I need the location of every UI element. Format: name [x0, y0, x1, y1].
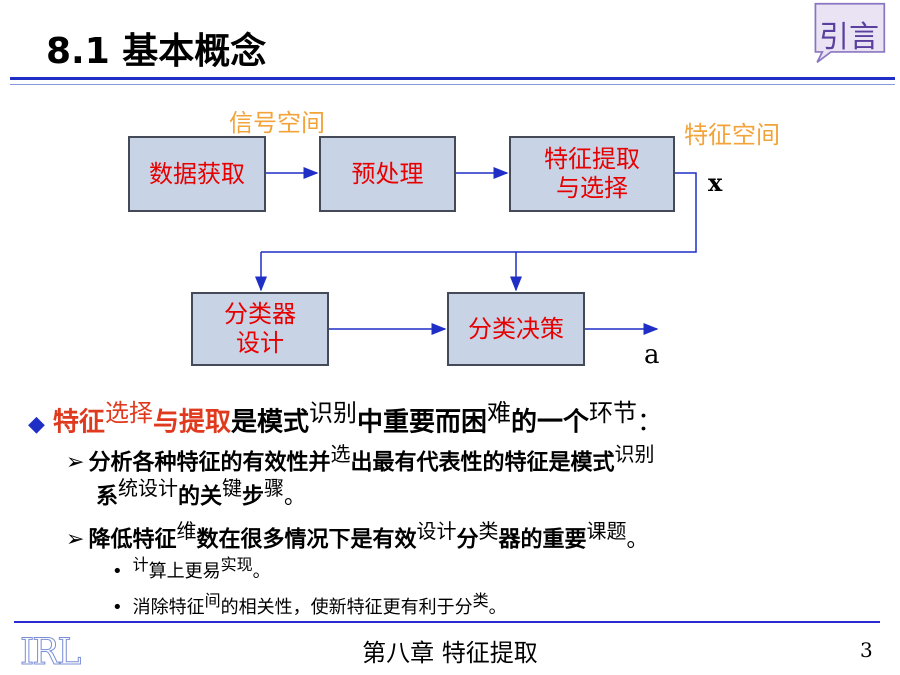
dot-bullet-icon: • [112, 561, 123, 582]
bullet-main-text-8: 的一个 [510, 407, 589, 438]
bullet-main-text-9: 环节 [589, 399, 637, 427]
sub2-text-b: 维 [176, 519, 197, 543]
output-x: x [708, 168, 723, 197]
sub-bullet-1: ➢分析各种特征的有效性并选出最有代表性的特征是模式识别 [66, 438, 654, 476]
sub-bullet-1-line2: 系统设计的关键步骤。 [96, 472, 306, 510]
box-classifier-design: 分类器 设计 [191, 292, 329, 366]
box-classifier-design-line1: 分类器 [224, 300, 296, 329]
sub-bullet-3: • 计算上更易实现。 [112, 551, 271, 583]
label-feature-space: 特征空间 [684, 121, 780, 149]
box-preprocess-label: 预处理 [351, 159, 424, 188]
sub2-text-h: 课题 [586, 519, 627, 543]
box-data-acquisition-label: 数据获取 [149, 159, 245, 188]
sub2-text-c: 数在很多情况下是有效 [196, 527, 417, 553]
page-number: 3 [860, 638, 873, 662]
bullet-main-text-1: 特征 [52, 407, 105, 438]
bullet-main-text-7: 难 [486, 399, 511, 427]
callout-label[interactable]: 引言 [819, 20, 879, 55]
box-classification-decision: 分类决策 [447, 292, 585, 366]
sub4-text-a: 消除特征 [132, 597, 205, 618]
box-feature-extraction: 特征提取 与选择 [509, 136, 675, 212]
sub2-text-g: 器的重要 [498, 527, 587, 553]
bullet-main-text-10: ： [637, 407, 664, 438]
sub4-text-c: 的相关性，使新特征更有利于分 [220, 597, 473, 618]
diagram-connectors [255, 167, 697, 335]
sub1-line2-g: 。 [284, 484, 307, 510]
sub4-text-d: 类 [472, 591, 489, 610]
svg-text:IRL: IRL [20, 632, 81, 672]
sub2-text-i: 。 [626, 527, 649, 553]
sub2-text-f: 类 [478, 519, 499, 543]
sub1-line2-c: 的关 [178, 484, 223, 510]
diamond-bullet-icon: ◆ [28, 411, 45, 437]
sub1-line2-a: 系 [96, 484, 119, 510]
sub3-text-b: 算上更易 [148, 561, 221, 582]
box-feature-extraction-line1: 特征提取 [544, 145, 640, 174]
connector-extract-out [261, 172, 697, 253]
bullet-main-text-4: 是模式 [230, 407, 309, 438]
sub1-text-b: 选 [330, 442, 351, 466]
sub1-text-a: 分析各种特征的有效性并 [88, 450, 331, 476]
output-a: a [644, 340, 660, 370]
sub1-line2-f: 骤 [264, 476, 285, 500]
sub4-text-e: 。 [488, 597, 507, 618]
box-data-acquisition: 数据获取 [128, 136, 266, 212]
sub1-line2-d: 键 [222, 476, 243, 500]
callout-bubble[interactable] [806, 2, 892, 64]
box-classification-decision-label: 分类决策 [468, 314, 564, 343]
sub3-text-c: 实现 [220, 555, 253, 574]
bullet-main: ◆ 特征选择与提取是模式识别中重要而困难的一个环节： [28, 393, 663, 439]
box-feature-extraction-line2: 与选择 [556, 174, 628, 202]
dot-bullet-icon: • [112, 597, 123, 618]
slide-title: 8.1 基本概念 [46, 31, 267, 72]
sub-bullet-4: • 消除特征间的相关性，使新特征更有利于分类。 [112, 587, 507, 619]
sub4-text-b: 间 [204, 591, 221, 610]
label-signal-space: 信号空间 [229, 109, 325, 137]
irl-logo: IRL [20, 632, 84, 673]
sub1-text-c: 出最有代表性的特征是模式 [350, 450, 615, 476]
sub3-text-a: 计 [132, 555, 149, 574]
footer-divider [14, 621, 880, 623]
sub2-text-a: 降低特征 [88, 527, 177, 553]
bullet-main-text-6: 中重要而困 [356, 407, 487, 438]
box-preprocess: 预处理 [319, 136, 456, 212]
sub3-text-d: 。 [252, 561, 271, 582]
sub-bullet-2: ➢降低特征维数在很多情况下是有效设计分类器的重要课题。 [66, 515, 649, 553]
sub1-line2-e: 步 [242, 484, 265, 510]
arrow-bullet-icon: ➢ [66, 527, 85, 553]
sub1-text-d: 识别 [614, 442, 655, 466]
footer-chapter-title: 第八章 特征提取 [362, 639, 538, 667]
sub2-text-d: 设计 [416, 519, 457, 543]
sub1-line2-b: 统设计 [118, 476, 179, 500]
bullet-main-text-5: 识别 [308, 399, 357, 427]
bullet-main-text-2: 选择 [104, 399, 153, 427]
title-divider [10, 77, 895, 80]
bullet-main-text-3: 与提取 [152, 407, 231, 438]
sub2-text-e: 分 [456, 527, 479, 553]
title-divider-thin [10, 84, 895, 85]
box-classifier-design-line2: 设计 [236, 329, 284, 357]
arrow-bullet-icon: ➢ [66, 450, 85, 476]
